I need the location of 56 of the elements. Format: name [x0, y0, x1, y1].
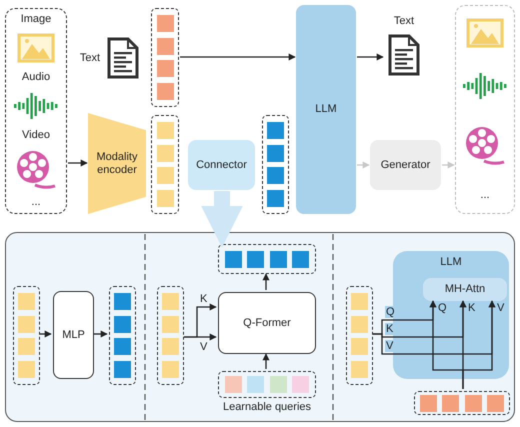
arrow [357, 54, 384, 60]
q-former-box [218, 292, 316, 354]
node-label: MH-Attn [444, 283, 486, 296]
edge-label: Q [385, 306, 396, 318]
node-label: LLM [440, 256, 462, 269]
connector-box [188, 140, 255, 190]
node-label: MLP [62, 328, 85, 342]
token-group [218, 244, 316, 274]
detail-panel [5, 232, 515, 422]
edge-label: Q [437, 302, 448, 314]
arrow [184, 334, 217, 340]
block-arrow [201, 191, 243, 248]
generator-box [370, 140, 441, 190]
text-label: Text [394, 14, 414, 28]
attention-box [423, 278, 507, 301]
node-label: LLM [315, 103, 337, 116]
token-group [262, 115, 289, 214]
node-label: Connector [196, 158, 247, 172]
text-label: Text [80, 52, 100, 64]
token-group [13, 286, 40, 385]
arrow [262, 273, 270, 290]
mlp-box [53, 291, 94, 379]
node-label: Audio [22, 70, 50, 84]
node-label: Generator [380, 158, 430, 172]
arrow [40, 330, 52, 338]
llm-block [296, 5, 356, 214]
node-label: Image [20, 12, 52, 26]
arrow [262, 353, 270, 369]
edge-label: K [199, 293, 208, 305]
edge-label: V [385, 340, 394, 352]
edge-label: K [385, 323, 394, 335]
token-group [151, 8, 179, 107]
arrow [442, 162, 455, 168]
node-label: ... [480, 188, 490, 202]
edge-label: V [199, 341, 208, 353]
token-group [151, 115, 179, 214]
node-label: ... [31, 196, 41, 210]
input-modalities-panel [5, 8, 67, 214]
encoder-trapezoid [88, 113, 146, 214]
node-label: Modality encoder [96, 150, 138, 176]
edge-label: V [496, 302, 506, 314]
output-modalities-panel [455, 5, 515, 214]
arrow [68, 160, 88, 166]
caption-text: Learnable queries [222, 401, 312, 414]
node-label: Video [22, 128, 50, 142]
token-group [414, 391, 510, 415]
token-group [157, 286, 184, 385]
arrow [357, 162, 370, 168]
token-group [346, 286, 373, 385]
edge-label: K [467, 302, 476, 314]
llm-block [393, 251, 509, 379]
token-group [109, 286, 136, 385]
node-label: Q-Former [243, 316, 291, 330]
arrow [462, 300, 496, 389]
arrow [94, 330, 108, 338]
arrow [180, 54, 296, 60]
